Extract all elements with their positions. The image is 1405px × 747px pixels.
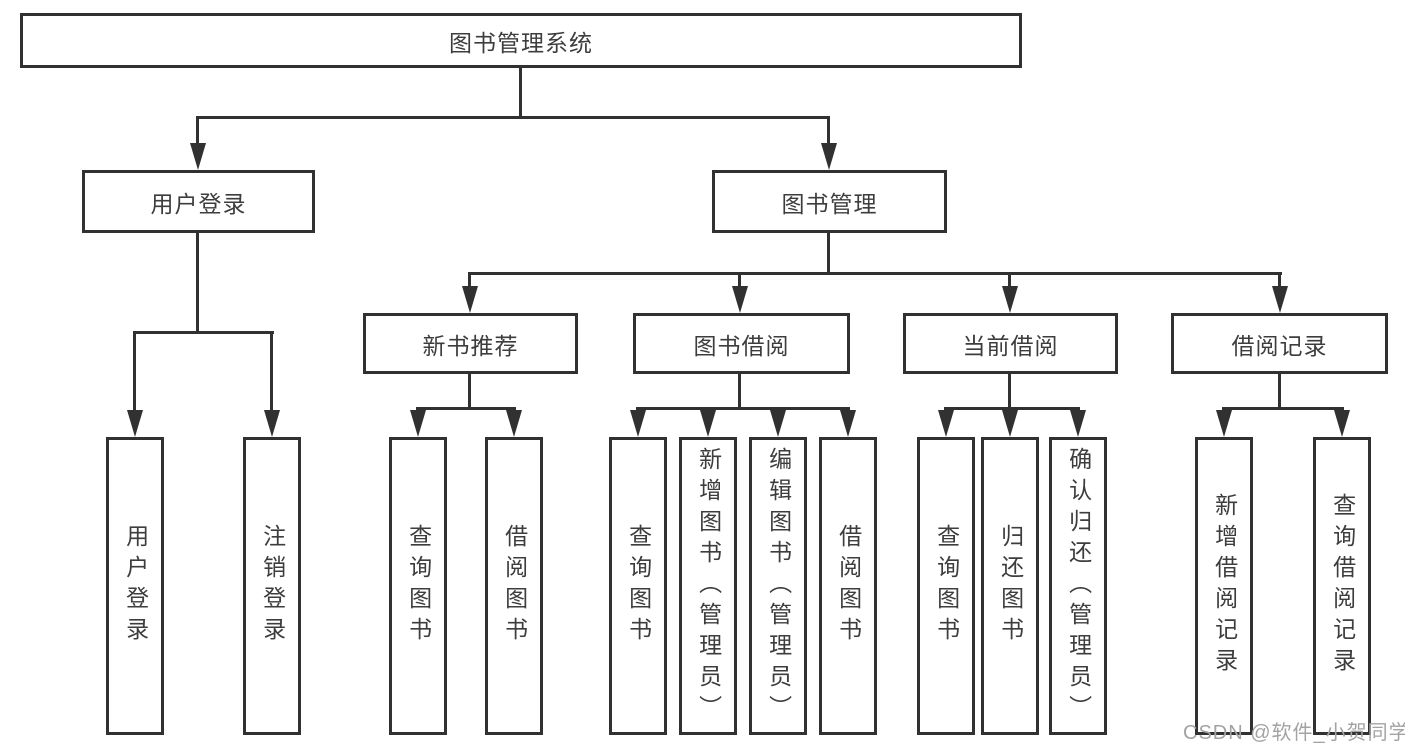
leaf-borrow-books-1: 借阅图书 bbox=[485, 437, 543, 735]
node-book-management: 图书管理 bbox=[712, 170, 947, 233]
connector-vline bbox=[519, 68, 522, 118]
leaf-add-book-admin: 新增图书（管理员） bbox=[679, 437, 737, 735]
connector-vline bbox=[738, 374, 741, 410]
leaf-query-borrow-record-label: 查询借阅记录 bbox=[1329, 493, 1356, 679]
leaf-add-book-admin-label: 新增图书（管理员） bbox=[695, 446, 722, 726]
connector-vline bbox=[738, 272, 741, 289]
node-new-book-recommend: 新书推荐 bbox=[363, 313, 578, 374]
leaf-borrow-books-2-label: 借阅图书 bbox=[835, 524, 862, 648]
arrowhead-down-icon bbox=[630, 410, 646, 437]
arrowhead-down-icon bbox=[732, 286, 748, 313]
node-book-management-label: 图书管理 bbox=[781, 190, 878, 217]
leaf-logout-label: 注销登录 bbox=[259, 524, 286, 648]
leaf-logout: 注销登录 bbox=[243, 437, 301, 735]
connector-vline bbox=[827, 116, 830, 146]
leaf-query-borrow-record: 查询借阅记录 bbox=[1313, 437, 1371, 735]
arrowhead-down-icon bbox=[127, 410, 143, 437]
arrowhead-down-icon bbox=[770, 410, 786, 437]
connector-hline bbox=[944, 407, 1080, 410]
arrowhead-down-icon bbox=[1002, 286, 1018, 313]
connector-vline bbox=[1278, 272, 1281, 289]
node-root: 图书管理系统 bbox=[20, 13, 1022, 68]
leaf-query-books-2: 查询图书 bbox=[609, 437, 667, 735]
connector-vline bbox=[468, 374, 471, 410]
node-root-label: 图书管理系统 bbox=[449, 29, 593, 56]
arrowhead-down-icon bbox=[1070, 410, 1086, 437]
connector-hline bbox=[1222, 407, 1344, 410]
leaf-edit-book-admin-label: 编辑图书（管理员） bbox=[765, 446, 792, 726]
arrowhead-down-icon bbox=[1334, 410, 1350, 437]
connector-hline bbox=[636, 407, 850, 410]
leaf-query-books-1-label: 查询图书 bbox=[405, 524, 432, 648]
node-user-login-label: 用户登录 bbox=[150, 190, 247, 217]
node-book-borrow: 图书借阅 bbox=[633, 313, 850, 374]
connector-vline bbox=[270, 331, 273, 411]
arrowhead-down-icon bbox=[190, 143, 206, 170]
leaf-edit-book-admin: 编辑图书（管理员） bbox=[749, 437, 807, 735]
arrowhead-down-icon bbox=[938, 410, 954, 437]
connector-hline bbox=[416, 407, 516, 410]
connector-vline bbox=[196, 233, 199, 333]
node-borrow-records: 借阅记录 bbox=[1171, 313, 1388, 374]
connector-vline bbox=[1008, 272, 1011, 289]
arrowhead-down-icon bbox=[410, 410, 426, 437]
arrowhead-down-icon bbox=[1272, 286, 1288, 313]
leaf-add-borrow-record: 新增借阅记录 bbox=[1195, 437, 1253, 735]
leaf-return-books-label: 归还图书 bbox=[997, 524, 1024, 648]
csdn-watermark: CSDN @软件_小贺同学 bbox=[1183, 722, 1405, 744]
connector-hline bbox=[196, 116, 830, 119]
node-current-borrow: 当前借阅 bbox=[903, 313, 1118, 374]
arrowhead-down-icon bbox=[264, 410, 280, 437]
connector-vline bbox=[468, 272, 471, 289]
arrowhead-down-icon bbox=[1002, 410, 1018, 437]
leaf-query-books-3: 查询图书 bbox=[917, 437, 975, 735]
arrowhead-down-icon bbox=[1216, 410, 1232, 437]
connector-vline bbox=[827, 233, 830, 275]
arrowhead-down-icon bbox=[700, 410, 716, 437]
connector-vline bbox=[133, 331, 136, 411]
node-user-login: 用户登录 bbox=[82, 170, 315, 233]
node-current-borrow-label: 当前借阅 bbox=[962, 332, 1059, 359]
connector-vline bbox=[1008, 374, 1011, 410]
leaf-borrow-books-2: 借阅图书 bbox=[819, 437, 877, 735]
leaf-query-books-3-label: 查询图书 bbox=[933, 524, 960, 648]
node-book-borrow-label: 图书借阅 bbox=[693, 332, 790, 359]
arrowhead-down-icon bbox=[840, 410, 856, 437]
leaf-query-books-1: 查询图书 bbox=[389, 437, 447, 735]
connector-vline bbox=[196, 116, 199, 146]
connector-hline bbox=[468, 272, 1282, 275]
arrowhead-down-icon bbox=[506, 410, 522, 437]
leaf-borrow-books-1-label: 借阅图书 bbox=[501, 524, 528, 648]
leaf-user-login: 用户登录 bbox=[106, 437, 164, 735]
connector-hline bbox=[133, 331, 274, 334]
leaf-user-login-label: 用户登录 bbox=[122, 524, 149, 648]
leaf-return-books: 归还图书 bbox=[981, 437, 1039, 735]
arrowhead-down-icon bbox=[821, 143, 837, 170]
arrowhead-down-icon bbox=[462, 286, 478, 313]
connector-vline bbox=[1278, 374, 1281, 410]
node-new-book-recommend-label: 新书推荐 bbox=[422, 332, 519, 359]
leaf-confirm-return-admin-label: 确认归还（管理员） bbox=[1065, 446, 1092, 726]
leaf-query-books-2-label: 查询图书 bbox=[625, 524, 652, 648]
leaf-add-borrow-record-label: 新增借阅记录 bbox=[1211, 493, 1238, 679]
node-borrow-records-label: 借阅记录 bbox=[1231, 332, 1328, 359]
leaf-confirm-return-admin: 确认归还（管理员） bbox=[1049, 437, 1107, 735]
